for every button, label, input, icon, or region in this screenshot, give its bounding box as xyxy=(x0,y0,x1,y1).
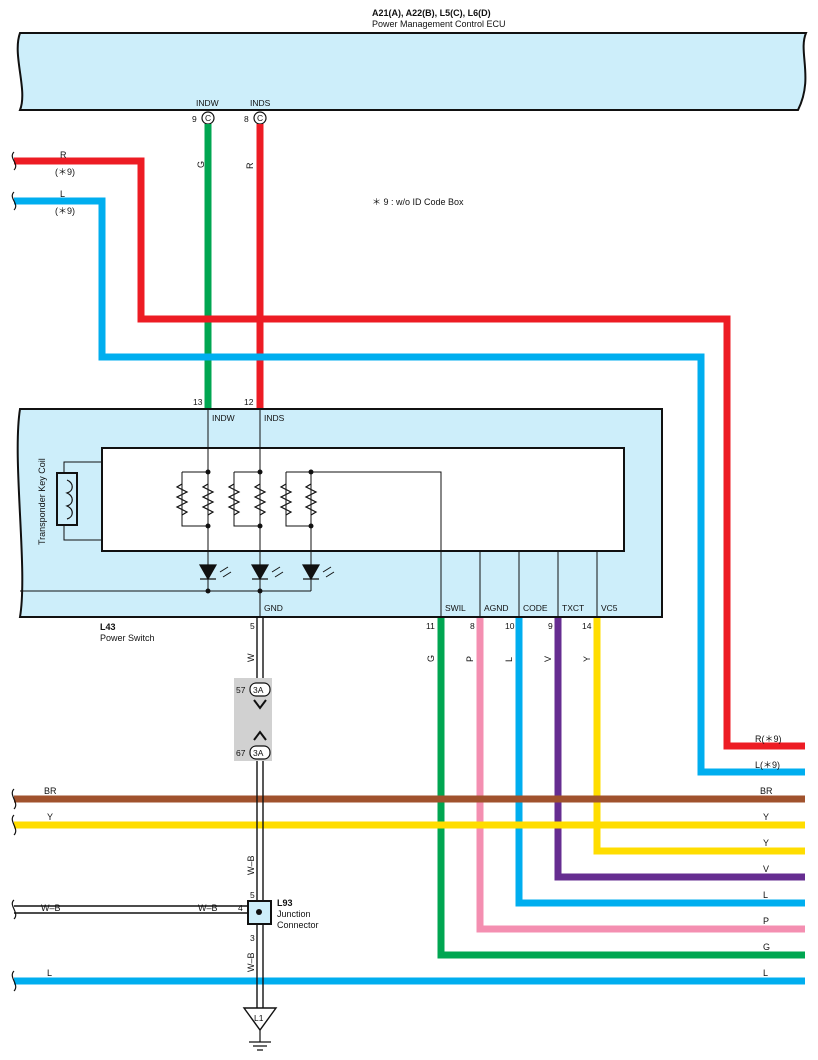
wire-swil-label: G xyxy=(426,655,436,662)
connector-3a-pin-67: 67 xyxy=(236,748,246,758)
connector-3a-pin-57: 57 xyxy=(236,685,246,695)
switch-terminal-vc5: VC5 xyxy=(601,603,618,613)
left-feed-r-note: (＊9) xyxy=(55,167,75,177)
note-w-o-id-code-box: ＊ 9 : w/o ID Code Box xyxy=(372,197,464,207)
junction-name-line2: Connector xyxy=(277,920,319,930)
junction-dots xyxy=(205,469,314,594)
switch-pin-8: 8 xyxy=(470,621,475,631)
bus-br-left-label: BR xyxy=(44,786,57,796)
junction-pin-4: 4 xyxy=(238,903,243,913)
bus-y-left-label: Y xyxy=(47,812,53,822)
ecu-pin-inds: INDS 8 C xyxy=(244,98,271,125)
left-feed-l-note: (＊9) xyxy=(55,206,75,216)
switch-terminal-gnd: GND xyxy=(264,603,283,613)
switch-pin-10: 10 xyxy=(505,621,515,631)
svg-text:3A: 3A xyxy=(253,748,264,758)
wire-l-feed xyxy=(14,197,805,776)
wire-agnd-label: P xyxy=(465,656,475,662)
connector-3a-bottom: 3A xyxy=(249,745,271,760)
wire-agnd-p xyxy=(476,618,805,933)
right-output-label: Y xyxy=(763,838,769,848)
junction-left-wire-label: W–B xyxy=(198,903,218,913)
junction-connector-l93 xyxy=(11,899,272,925)
switch-terminal-txct: TXCT xyxy=(562,603,584,613)
power-switch-id: L43 xyxy=(100,622,116,632)
power-switch-name: Power Switch xyxy=(100,633,155,643)
svg-text:INDW: INDW xyxy=(196,98,219,108)
ecu-name: Power Management Control ECU xyxy=(372,19,506,29)
wire-indw-g-label: G xyxy=(196,161,206,168)
left-feed-r-label: R xyxy=(60,150,67,160)
svg-text:9: 9 xyxy=(192,114,197,124)
wire-vc5-label: Y xyxy=(582,656,592,662)
switch-inner-circuit xyxy=(101,447,625,552)
led-indicators xyxy=(198,564,335,581)
svg-text:3A: 3A xyxy=(253,685,264,695)
ecu-box xyxy=(16,32,808,111)
bus-br-right-label: BR xyxy=(760,786,773,796)
transponder-key-coil xyxy=(56,461,102,541)
left-feed-l-label: L xyxy=(60,189,65,199)
wire-txct-v xyxy=(554,618,805,881)
ground-wire-label: W–B xyxy=(246,952,256,972)
junction-name-line1: Junction xyxy=(277,909,311,919)
resistors xyxy=(175,483,318,516)
right-output-label: L xyxy=(763,890,768,900)
switch-terminal-agnd: AGND xyxy=(484,603,509,613)
switch-pin-13: 13 xyxy=(193,397,203,407)
inner-wiring xyxy=(20,410,598,617)
ground-wire-label: W–B xyxy=(246,855,256,875)
bus-y-right-label: Y xyxy=(763,812,769,822)
wire-txct-label: V xyxy=(543,656,553,662)
right-output-label: P xyxy=(763,916,769,926)
wire-code-l xyxy=(515,618,805,907)
right-output-label: G xyxy=(763,942,770,952)
switch-terminal-indw: INDW xyxy=(212,413,235,423)
switch-terminal-code: CODE xyxy=(523,603,548,613)
right-output-label: R(＊9) xyxy=(755,734,782,744)
bus-l-left-label: L xyxy=(47,968,52,978)
svg-text:C: C xyxy=(205,113,211,123)
switch-pin-11: 11 xyxy=(426,621,435,631)
ecu-connector-ids: A21(A), A22(B), L5(C), L6(D) xyxy=(372,8,491,18)
wire-inds-r-label: R xyxy=(245,162,255,169)
right-output-label: L(＊9) xyxy=(755,760,780,770)
junction-left-wire-label: W–B xyxy=(41,903,61,913)
svg-text:8: 8 xyxy=(244,114,249,124)
switch-terminal-inds: INDS xyxy=(264,413,285,423)
switch-pin-9: 9 xyxy=(548,621,553,631)
junction-id: L93 xyxy=(277,898,293,908)
coil-label: Transponder Key Coil xyxy=(37,458,47,545)
wire-vc5-y xyxy=(593,618,805,855)
left-break-mark xyxy=(11,814,17,836)
svg-text:C: C xyxy=(257,113,263,123)
wire-r-feed xyxy=(14,157,805,750)
switch-pin-12: 12 xyxy=(244,397,254,407)
left-break-mark xyxy=(11,191,17,211)
wire-gnd-label: W xyxy=(246,653,256,662)
ecu-pin-indw: INDW 9 C xyxy=(192,98,219,125)
left-break-mark xyxy=(11,788,17,810)
right-output-label: V xyxy=(763,864,769,874)
wire-swil-g xyxy=(437,618,805,959)
switch-pin-5: 5 xyxy=(250,621,255,631)
switch-pin-14: 14 xyxy=(582,621,592,631)
left-break-mark xyxy=(11,970,17,992)
wire-code-label: L xyxy=(504,657,514,662)
left-break-mark xyxy=(11,151,17,171)
ground-point-l1 xyxy=(242,1007,278,1051)
ground-point-label: L1 xyxy=(254,1013,264,1023)
bus-l-right-label: L xyxy=(763,968,768,978)
ground-wire xyxy=(256,617,264,1010)
switch-terminal-swil: SWIL xyxy=(445,603,466,613)
junction-pin-3: 3 xyxy=(250,933,255,943)
connector-3a-top: 3A xyxy=(249,682,271,697)
svg-text:INDS: INDS xyxy=(250,98,271,108)
junction-pin-5: 5 xyxy=(250,890,255,900)
connector-3a-mating-arrows xyxy=(253,699,267,741)
